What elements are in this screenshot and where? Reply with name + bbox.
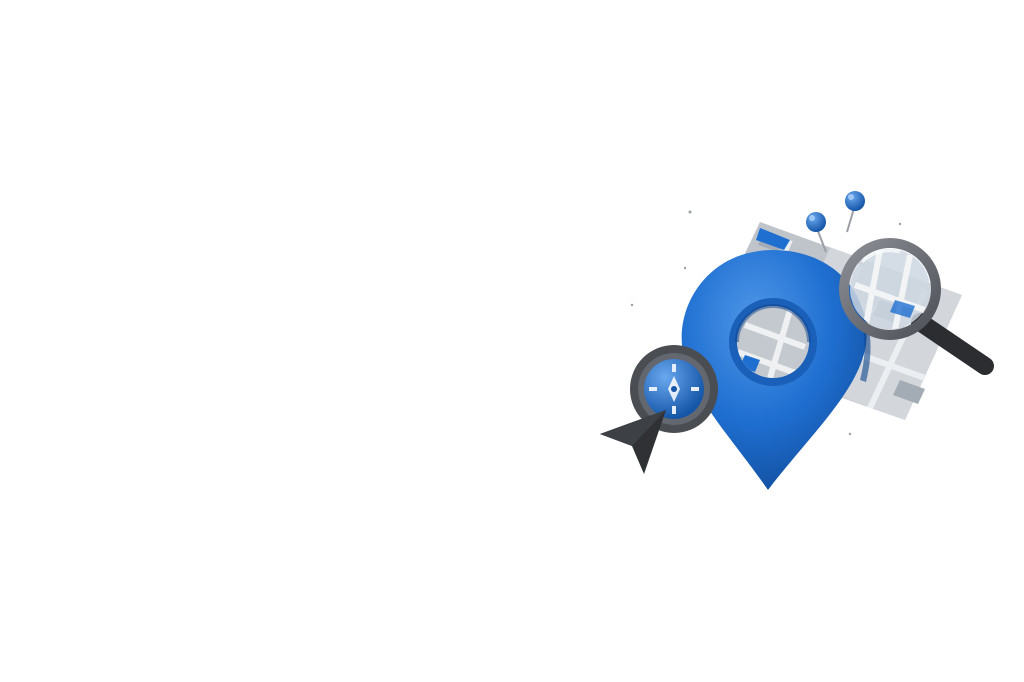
cursor-arrow-icon [600, 410, 666, 474]
push-pin-icon [806, 212, 827, 253]
decorative-dots [630, 210, 902, 436]
compass-icon [630, 345, 718, 433]
push-pin-icon [845, 191, 865, 233]
magnifying-glass-icon [839, 238, 994, 375]
location-pin-icon [681, 250, 871, 490]
